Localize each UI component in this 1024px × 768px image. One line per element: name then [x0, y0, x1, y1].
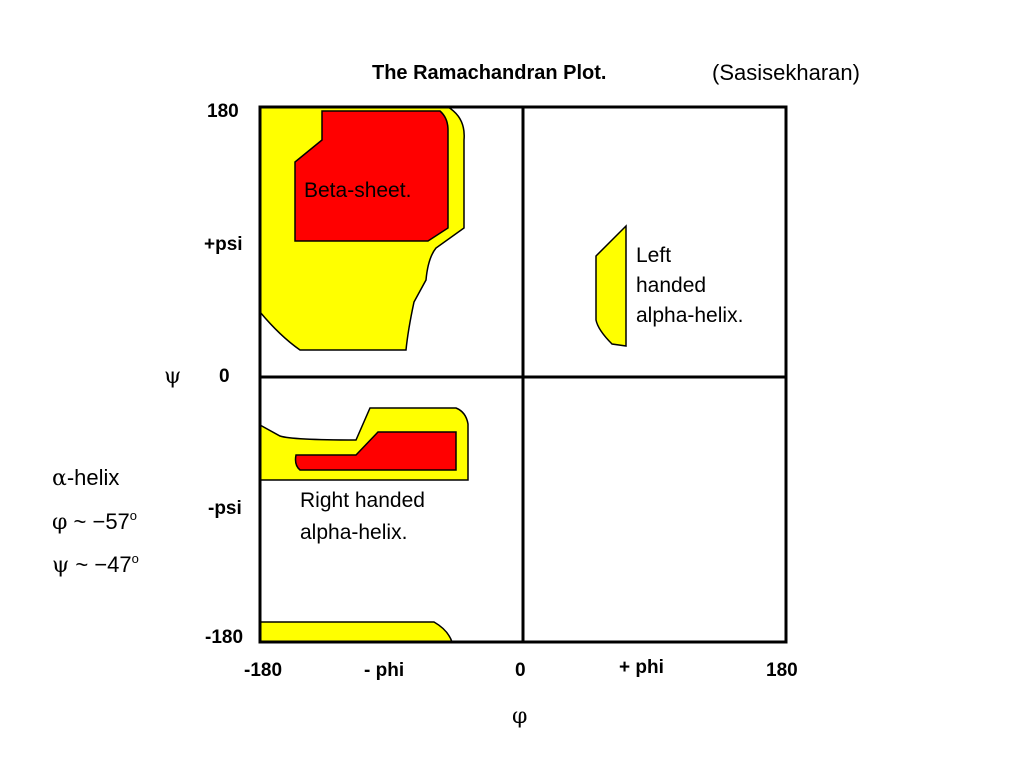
x-tick-180: 180 [766, 660, 798, 681]
alpha-helix-note: α-helix [52, 465, 119, 491]
x-tick-minus-180: -180 [244, 660, 283, 681]
x-tick-plus-phi: + phi [619, 657, 664, 678]
x-tick-minus-phi: - phi [364, 660, 405, 681]
alpha-helix-text: -helix [66, 465, 120, 490]
plot-credit: (Sasisekharan) [712, 60, 860, 85]
y-tick-0: 0 [219, 366, 230, 387]
y-tick-plus-psi: +psi [204, 234, 243, 255]
left-helix-label-line2: handed [636, 274, 706, 297]
left-helix-label-line1: Left [636, 244, 671, 267]
y-tick-minus-psi: -psi [208, 498, 242, 519]
phi-degree-mark: o [129, 508, 138, 523]
right-helix-label-line2: alpha-helix. [300, 521, 407, 544]
phi-angle-note: φ ~ −57o [52, 508, 137, 535]
right-helix-label-line1: Right handed [300, 489, 425, 512]
x-tick-0: 0 [515, 660, 526, 681]
psi-symbol: ψ [52, 553, 70, 578]
psi-angle-note: ψ ~ −47o [52, 551, 139, 578]
phi-angle-text: ~ −57 [67, 509, 130, 534]
right-helix-favored-region [294, 431, 457, 471]
plot-title: The Ramachandran Plot. [372, 62, 607, 84]
beta-sheet-label: Beta-sheet. [304, 179, 411, 202]
phi-axis-symbol: φ [512, 704, 528, 729]
left-helix-allowed-region [595, 224, 627, 347]
y-tick-minus-180: -180 [205, 627, 244, 648]
alpha-symbol: α [52, 466, 67, 491]
psi-degree-mark: o [131, 551, 139, 566]
bottom-allowed-region [259, 621, 454, 643]
beta-sheet-favored-region [294, 110, 449, 242]
y-tick-180: 180 [207, 101, 239, 122]
psi-axis-symbol: ψ [164, 364, 182, 389]
left-helix-label-line3: alpha-helix. [636, 304, 743, 327]
phi-symbol: φ [52, 510, 68, 535]
psi-angle-text: ~ −47 [69, 552, 132, 577]
